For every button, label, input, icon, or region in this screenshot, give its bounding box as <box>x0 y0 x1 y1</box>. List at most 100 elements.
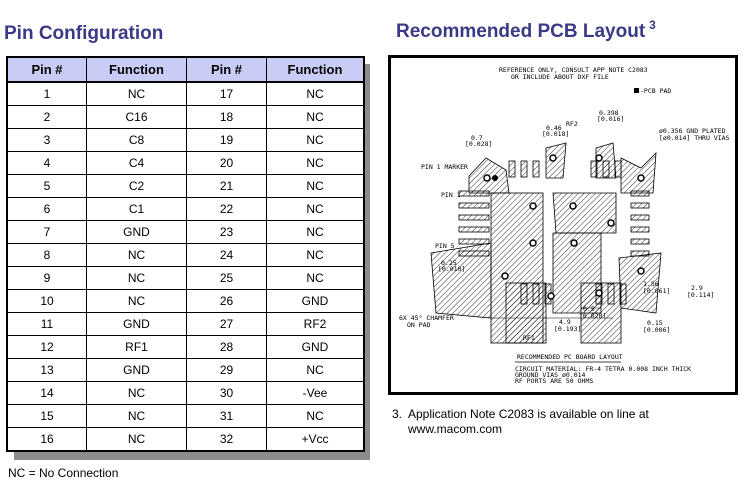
pin-cell: 27 <box>186 312 267 336</box>
pcb-lead <box>630 202 650 209</box>
pcb-lead <box>607 283 615 305</box>
function-cell: +Vcc <box>266 427 365 452</box>
pin-cell: 7 <box>6 220 87 244</box>
pcb-lead <box>458 226 490 233</box>
function-cell: GND <box>266 335 365 359</box>
pcb-lead <box>532 160 540 178</box>
function-cell: RF1 <box>86 335 187 359</box>
application-note: 3.Application Note C2083 is available on… <box>392 407 649 437</box>
vias-label: ø0.356 GND PLATED <box>659 127 726 135</box>
pcb-lead <box>458 238 490 245</box>
pin-cell: 29 <box>186 358 267 382</box>
pin1-marker-dot <box>492 175 498 181</box>
function-cell: NC <box>266 81 365 106</box>
function-cell: NC <box>266 105 365 129</box>
note-url: www.macom.com <box>408 422 503 436</box>
pcb-lead <box>602 160 610 178</box>
drawing-spec: GROUND VIAS ø0.014 <box>515 371 586 379</box>
rf1-label: RF1 <box>523 334 535 342</box>
pin-cell: 31 <box>186 404 267 428</box>
dim-label: [0.010] <box>438 265 465 273</box>
header-function: Function <box>266 56 365 83</box>
function-cell: NC <box>266 174 365 198</box>
pin-cell: 20 <box>186 151 267 175</box>
pcb-lead <box>630 214 650 221</box>
pcb-pad-icon <box>634 88 639 93</box>
dim-label: [0.193] <box>554 325 581 333</box>
function-cell: -Vee <box>266 381 365 405</box>
function-cell: C8 <box>86 128 187 152</box>
pin-cell: 19 <box>186 128 267 152</box>
pcb-drawing-svg: REFERENCE ONLY, CONSULT APP NOTE C2083 O… <box>399 66 730 385</box>
function-cell: NC <box>266 358 365 382</box>
pin-cell: 1 <box>6 81 87 106</box>
function-cell: NC <box>86 404 187 428</box>
dim-label: 0.7 <box>471 134 483 142</box>
dim-label: 1.56 <box>643 280 659 288</box>
dim-label: [0.018] <box>542 130 569 138</box>
pin-cell: 15 <box>6 404 87 428</box>
note-number: 3. <box>392 407 403 421</box>
drawing-spec: CIRCUIT MATERIAL: FR-4 TETRA 0.008 INCH … <box>515 365 691 373</box>
drawing-header-1: REFERENCE ONLY, CONSULT APP NOTE C2083 <box>499 66 648 74</box>
pin-cell: 4 <box>6 151 87 175</box>
pin-cell: 13 <box>6 358 87 382</box>
pin5-label: PIN 5 <box>435 242 455 250</box>
pcb-lead <box>508 160 516 178</box>
dim-label: 0.25 <box>441 259 457 267</box>
dim-label: 0.15 <box>647 319 663 327</box>
pcb-lead <box>532 283 540 305</box>
pcb-layout-drawing: REFERENCE ONLY, CONSULT APP NOTE C2083 O… <box>388 55 738 395</box>
function-cell: NC <box>86 289 187 313</box>
function-cell: NC <box>86 381 187 405</box>
function-cell: NC <box>266 197 365 221</box>
function-cell: NC <box>266 404 365 428</box>
pcb-lead <box>630 190 650 197</box>
pin-cell: 2 <box>6 105 87 129</box>
pcb-lead <box>630 238 650 245</box>
function-cell: NC <box>266 220 365 244</box>
dim-label: 4.9 <box>559 318 571 326</box>
pcb-lead <box>458 214 490 221</box>
dim-label: [0.006] <box>643 326 670 334</box>
pin-cell: 12 <box>6 335 87 359</box>
pin1-label: PIN 1 <box>441 191 461 199</box>
dim-label: 2.9 <box>691 284 703 292</box>
pin1-marker-label: PIN 1 MARKER <box>421 163 468 171</box>
function-cell: C4 <box>86 151 187 175</box>
dim-label: [0.114] <box>687 291 714 299</box>
pin-cell: 23 <box>186 220 267 244</box>
function-cell: NC <box>266 151 365 175</box>
function-cell: NC <box>86 427 187 452</box>
pin-cell: 30 <box>186 381 267 405</box>
pin-cell: 32 <box>186 427 267 452</box>
pin-cell: 16 <box>6 427 87 452</box>
pcb-lead <box>590 160 598 178</box>
pin-cell: 6 <box>6 197 87 221</box>
pin-cell: 11 <box>6 312 87 336</box>
pin-cell: 22 <box>186 197 267 221</box>
pin-cell: 17 <box>186 81 267 106</box>
rf2-label: RF2 <box>566 120 578 128</box>
pcb-lead <box>630 226 650 233</box>
dim-label: [0.020] <box>579 312 606 320</box>
dim-label: 0.46 <box>546 124 562 132</box>
dim-label: [0.028] <box>465 140 492 148</box>
pcb-lead <box>458 202 490 209</box>
function-cell: NC <box>266 128 365 152</box>
pad-legend: -PCB PAD <box>640 87 671 95</box>
function-cell: NC <box>86 81 187 106</box>
pcb-lead <box>614 160 622 178</box>
